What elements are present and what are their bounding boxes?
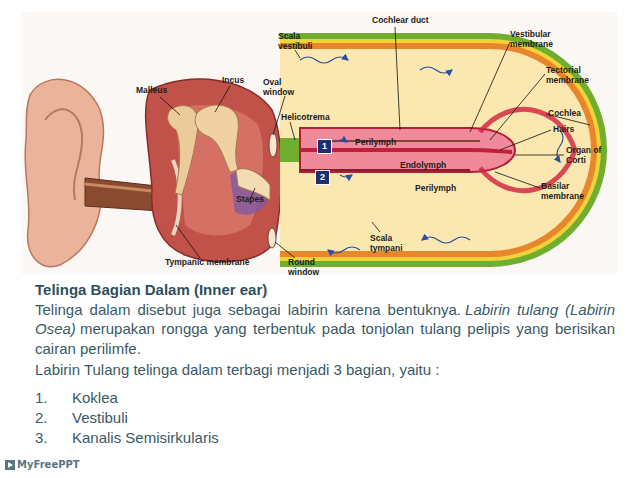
list-item: Koklea xyxy=(72,388,118,408)
list-row: 1. Koklea xyxy=(35,388,615,408)
part-label: Vestibular membrane xyxy=(510,30,572,49)
part-label: Helicotrema xyxy=(281,113,341,123)
part-label: Cochlea xyxy=(548,109,598,119)
callout-number: 1 xyxy=(317,139,332,154)
cochlear-duct xyxy=(300,128,515,172)
incus-bone xyxy=(195,105,238,172)
logo-icon xyxy=(8,462,13,468)
part-label: Tympanic membrane xyxy=(165,258,255,268)
middle-ear-cavity xyxy=(146,79,282,262)
wave-arrow xyxy=(420,67,452,73)
image-background xyxy=(22,12,617,274)
watermark: MyFreePPT xyxy=(17,459,80,470)
part-label: Perilymph xyxy=(415,184,465,194)
wave-arrow xyxy=(328,247,360,253)
part-label: Round window xyxy=(288,258,348,277)
body-text: merupakan rongga yang terbentuk pada ton… xyxy=(35,320,615,357)
wave-arrow xyxy=(300,57,348,63)
wave-arrow xyxy=(335,140,347,142)
ear-fold xyxy=(45,109,82,200)
list-number: 3. xyxy=(35,428,48,448)
leader-lines xyxy=(160,27,590,258)
wave-arrow xyxy=(557,130,563,162)
list-item: Kanalis Semisirkularis xyxy=(72,428,219,448)
part-label: Malleus xyxy=(136,86,176,96)
malleus-bone xyxy=(168,106,199,195)
part-label: Oval window xyxy=(263,78,303,97)
part-label: Scala vestibuli xyxy=(278,32,328,51)
oval-window xyxy=(269,133,277,157)
tectorial-line xyxy=(320,140,480,142)
list-number: 1. xyxy=(35,388,48,408)
part-label: Perilymph xyxy=(355,138,405,148)
round-window xyxy=(268,228,276,248)
wave-arrow xyxy=(422,237,470,243)
outer-ear xyxy=(25,79,103,266)
list-row: 2. Vestibuli xyxy=(35,408,615,428)
slide-title: Telinga Bagian Dalam (Inner ear) xyxy=(35,280,615,300)
list-row: 3. Kanalis Semisirkularis xyxy=(35,428,615,448)
body-paragraph: Telinga dalam disebut juga sebagai labir… xyxy=(35,300,615,359)
part-label: Endolymph xyxy=(400,161,450,171)
part-label: Stapes xyxy=(236,195,271,205)
list-item: Vestibuli xyxy=(72,408,128,428)
part-label: Basilar membrane xyxy=(541,182,611,201)
part-label: Scala tympani xyxy=(370,234,410,253)
body-text: Telinga dalam disebut juga sebagai labir… xyxy=(35,301,461,318)
list-number: 2. xyxy=(35,408,48,428)
part-label: Cochlear duct xyxy=(372,16,442,26)
logo-icon xyxy=(5,460,15,470)
part-label: Hairs xyxy=(553,125,593,135)
part-label: Tectorial membrane xyxy=(546,66,606,85)
organ-band xyxy=(480,109,575,190)
body-text: Labirin Tulang telinga dalam terbagi men… xyxy=(35,360,615,380)
wave-arrow xyxy=(340,175,352,177)
title-holder: Telinga Bagian Dalam (Inner ear) xyxy=(35,280,615,300)
part-label: Incus xyxy=(222,76,252,86)
callout-number: 2 xyxy=(315,170,330,185)
part-label: Organ of Corti xyxy=(566,146,611,165)
